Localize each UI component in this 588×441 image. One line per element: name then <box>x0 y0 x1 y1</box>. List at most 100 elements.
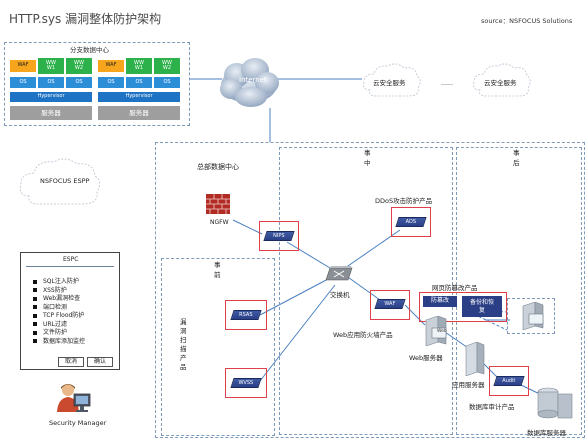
cloud-service-icon <box>473 63 531 97</box>
branch-title: 分支数据中心 <box>70 46 109 54</box>
espc-item-label: TCP Flood防护 <box>43 312 85 319</box>
branch-hypervisor: Hypervisor <box>98 92 180 102</box>
ads-label: ADS <box>405 219 417 225</box>
ddos-title: DDoS攻击防护产品 <box>375 197 433 205</box>
zone-before-label: 事 <box>214 261 221 269</box>
app-server-label: 应用服务器 <box>452 381 485 389</box>
wvss-frame <box>225 368 267 398</box>
espc-item: 文件防护 <box>33 327 67 336</box>
internet-cloud-icon <box>220 58 279 107</box>
waf-frame <box>370 290 410 320</box>
cancel-button[interactable]: 取消 <box>58 357 84 367</box>
zone-after-label: 事 <box>513 149 520 157</box>
wvss-label: WVSS <box>238 380 254 386</box>
cloud-service-label: 云安全服务 <box>484 79 517 87</box>
web-tag: Web <box>437 329 447 334</box>
confirm-button[interactable]: 确认 <box>87 357 113 367</box>
branch-server: 服务器 <box>10 106 92 120</box>
espc-item: TCP Flood防护 <box>33 310 84 319</box>
ellipsis-label: …… <box>441 80 453 87</box>
switch-icon <box>325 266 353 281</box>
audit-caption: 数据库审计产品 <box>469 403 515 411</box>
espc-item-label: SQL注入防护 <box>43 278 79 285</box>
espp-label: NSFOCUS ESPP <box>40 177 90 185</box>
espc-item: URL过滤 <box>33 319 67 328</box>
wvss-device: WVSS <box>230 378 262 388</box>
audit-label: Audit <box>502 378 516 384</box>
tamper-protect-block: 防篡改 <box>423 296 457 307</box>
espc-item: SQL注入防护 <box>33 276 79 285</box>
branch-os-cell: OS <box>154 77 180 88</box>
espc-item-label: XSS防护 <box>43 286 67 294</box>
ads-frame <box>391 207 431 237</box>
zone-during-label: 中 <box>364 159 371 167</box>
internet-label: Internet <box>239 76 267 84</box>
zone-before <box>161 258 275 436</box>
tamper-title: 网页防篡改产品 <box>432 284 478 292</box>
checkbox-icon <box>33 313 37 318</box>
database-server-label: 数据库服务器 <box>527 429 566 437</box>
firewall-icon <box>206 194 230 214</box>
branch-datacenter <box>4 42 190 126</box>
espc-item-label: 文件防护 <box>43 329 68 336</box>
nips-device: NIPS <box>263 231 295 241</box>
backup-server-icon <box>522 302 544 330</box>
ads-device: ADS <box>395 217 427 227</box>
branch-os-cell: OS <box>66 77 92 88</box>
nips-label: NIPS <box>273 233 285 239</box>
ngfw-label: NGFW <box>210 219 229 226</box>
espc-title: ESPC <box>63 256 79 263</box>
zone-after-label: 后 <box>513 159 520 167</box>
audit-frame <box>489 366 529 396</box>
source-note: source：NSFOCUS Solutions <box>481 17 573 25</box>
waf-label: WAF <box>384 301 396 307</box>
espc-item-label: 端口检测 <box>43 303 68 311</box>
headquarters-zone <box>155 142 585 438</box>
branch-os-cell: OS <box>10 77 36 88</box>
web-server-icon <box>425 316 447 346</box>
cloud-service-icon <box>363 63 421 97</box>
espc-item: 端口检测 <box>33 302 67 311</box>
vuln-scan-label: 漏洞扫描产品 <box>180 318 187 371</box>
espc-item: XSS防护 <box>33 285 67 294</box>
branch-os-cell: OS <box>98 77 124 88</box>
backup-server-frame <box>507 298 555 334</box>
branch-server: 服务器 <box>98 106 180 120</box>
zone-after <box>456 147 582 435</box>
zone-during <box>279 147 453 435</box>
security-manager-label: Security Manager <box>49 419 107 427</box>
zone-during-label: 事 <box>364 149 371 157</box>
checkbox-icon <box>33 305 37 309</box>
espc-item: 数据库添加监控 <box>33 336 85 345</box>
page-title: HTTP.sys 漏洞整体防护架构 <box>9 12 162 26</box>
checkbox-icon <box>33 288 37 292</box>
espc-panel <box>20 252 120 370</box>
rsas-frame <box>225 300 267 330</box>
espc-item-label: 数据库添加监控 <box>43 337 86 345</box>
tamper-frame <box>419 292 507 322</box>
checkbox-icon <box>33 296 37 301</box>
backup-restore-block: 备份和恢复 <box>462 296 502 317</box>
checkbox-icon <box>33 339 37 343</box>
switch-label: 交换机 <box>330 291 350 299</box>
espp-cloud-icon <box>19 158 100 205</box>
espc-divider <box>26 266 114 267</box>
nips-frame <box>259 221 299 251</box>
database-server-icon <box>537 387 573 419</box>
branch-hypervisor: Hypervisor <box>10 92 92 102</box>
audit-device: Audit <box>493 376 525 386</box>
branch-waf-cell: WAF <box>10 60 36 72</box>
app-server-icon <box>465 342 485 376</box>
waf-caption: Web应用防火墙产品 <box>333 331 393 339</box>
rsas-device: RSAS <box>230 310 262 320</box>
rsas-label: RSAS <box>239 312 253 318</box>
security-manager-icon <box>57 384 91 412</box>
waf-device: WAF <box>374 299 406 309</box>
branch-os-cell: OS <box>126 77 152 88</box>
web-server-label: Web服务器 <box>409 354 443 362</box>
hq-title: 总部数据中心 <box>197 163 239 171</box>
